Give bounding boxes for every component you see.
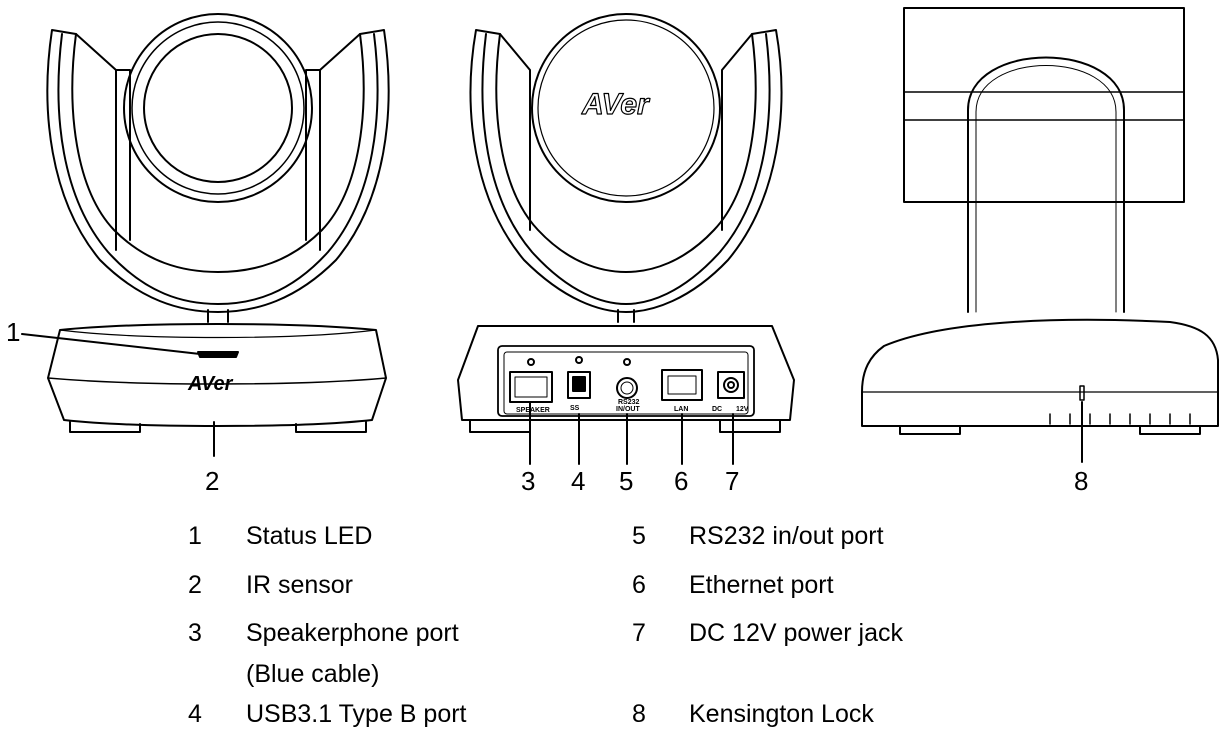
svg-text:DC: DC (712, 406, 722, 413)
legend-text-5: RS232 in/out port (689, 522, 884, 550)
legend-text-2: IR sensor (246, 571, 353, 599)
svg-text:AVer: AVer (187, 373, 234, 395)
legend-num-6: 6 (632, 571, 646, 599)
legend-num-3: 3 (188, 619, 202, 647)
svg-text:IN/OUT: IN/OUT (616, 406, 640, 413)
svg-text:12V: 12V (736, 406, 749, 413)
legend-num-1: 1 (188, 522, 202, 550)
svg-text:AVer: AVer (581, 88, 651, 121)
front-view: AVer (21, 13, 390, 457)
camera-illustration: AVer AVer (21, 7, 1219, 465)
svg-text:LAN: LAN (674, 406, 688, 413)
svg-text:SPEAKER: SPEAKER (516, 407, 550, 414)
legend-num-5: 5 (632, 522, 646, 550)
callout-7: 7 (725, 466, 740, 496)
callout-6: 6 (674, 466, 689, 496)
callout-4: 4 (571, 466, 586, 496)
callout-5: 5 (619, 466, 634, 496)
legend-text-3: Speakerphone port (246, 619, 459, 647)
svg-text:SS: SS (570, 405, 580, 412)
legend-num-4: 4 (188, 700, 202, 728)
legend-num-8: 8 (632, 700, 646, 728)
callout-8: 8 (1074, 466, 1089, 496)
legend-num-7: 7 (632, 619, 646, 647)
legend-num-2: 2 (188, 571, 202, 599)
legend-text-3b: (Blue cable) (246, 660, 380, 688)
legend-text-8: Kensington Lock (689, 700, 874, 728)
legend-text-7: DC 12V power jack (689, 619, 903, 647)
side-view (861, 7, 1219, 463)
rear-view: AVer SPEAKER SS (457, 13, 795, 465)
legend-text-6: Ethernet port (689, 571, 834, 599)
callout-3: 3 (521, 466, 536, 496)
legend-text-4: USB3.1 Type B port (246, 700, 467, 728)
callout-2: 2 (205, 466, 220, 496)
svg-text:RS232: RS232 (618, 399, 640, 406)
callout-1: 1 (6, 317, 21, 347)
legend-text-1: Status LED (246, 522, 373, 550)
